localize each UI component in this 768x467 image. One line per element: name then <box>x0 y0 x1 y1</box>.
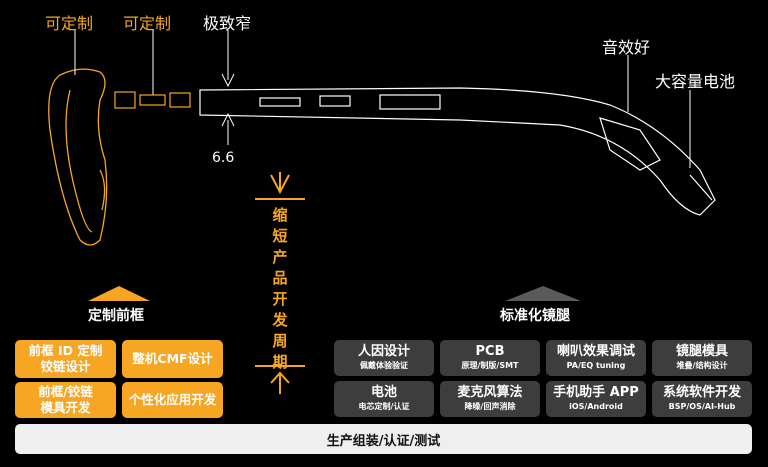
box-subtitle: BSP/OS/AI-Hub <box>668 402 736 411</box>
box-battery: 电池电芯定制/认证 <box>334 381 434 417</box>
bottom-bar-production: 生产组装/认证/测试 <box>15 424 752 454</box>
callout-good-sound: 音效好 <box>602 38 651 57</box>
box-title: 镜腿模具 <box>675 344 728 359</box>
box-title: 电池 <box>370 385 397 400</box>
callout-customizable-frame: 可定制 <box>45 14 94 33</box>
box-pcb: PCB 原理/制版/SMT <box>440 340 540 376</box>
callout-ultra-narrow: 极致窄 <box>203 14 252 33</box>
cycle-arrow-top <box>255 172 305 200</box>
left-section-title: 定制前框 <box>88 308 144 324</box>
box-speaker-tuning: 喇叭效果调试 PA/EQ tuning <box>546 340 646 376</box>
box-phone-app: 手机助手 APP iOS/Android <box>546 381 646 417</box>
gray-triangle <box>505 286 581 301</box>
cycle-label: 缩短产品开发周期 <box>272 206 288 371</box>
box-title: 喇叭效果调试 <box>556 344 635 359</box>
front-frame-drawing <box>48 68 108 246</box>
box-title: 手机助手 APP <box>553 385 639 400</box>
box-subtitle: iOS/Android <box>569 402 623 411</box>
width-value: 6.6 <box>212 150 235 166</box>
box-mold-development: 前框/铰链 模具开发 <box>15 382 116 418</box>
box-subtitle: 佩戴体验验证 <box>360 361 408 370</box>
box-system-software: 系统软件开发 BSP/OS/AI-Hub <box>652 381 752 417</box>
box-title: PCB <box>475 344 505 359</box>
box-cmf-design: 整机CMF设计 <box>122 340 223 378</box>
box-mic-algorithm: 麦克风算法降噪/回声消除 <box>440 381 540 417</box>
box-custom-app: 个性化应用开发 <box>122 382 223 418</box>
box-frame-id-design: 前框 ID 定制 铰链设计 <box>15 340 116 378</box>
glasses-illustration <box>48 30 716 246</box>
box-ergonomics: 人因设计佩戴体验验证 <box>334 340 434 376</box>
hinge-drawing <box>114 91 191 109</box>
box-subtitle: 原理/制版/SMT <box>461 361 519 370</box>
right-section-title: 标准化镜腿 <box>500 308 570 324</box>
box-title: 麦克风算法 <box>457 385 523 400</box>
orange-triangle <box>88 286 150 301</box>
callout-customizable-hinge: 可定制 <box>123 14 172 33</box>
cycle-arrow-bottom <box>255 365 305 394</box>
temple-arm-drawing <box>199 87 716 216</box>
box-subtitle: 堆叠/结构设计 <box>676 361 728 370</box>
box-subtitle: 电芯定制/认证 <box>358 402 410 411</box>
box-subtitle: 降噪/回声消除 <box>464 402 516 411</box>
box-subtitle: PA/EQ tuning <box>566 361 626 370</box>
callout-big-battery: 大容量电池 <box>655 72 736 91</box>
box-temple-mold: 镜腿模具堆叠/结构设计 <box>652 340 752 376</box>
box-title: 人因设计 <box>357 344 410 359</box>
box-title: 系统软件开发 <box>662 385 741 400</box>
